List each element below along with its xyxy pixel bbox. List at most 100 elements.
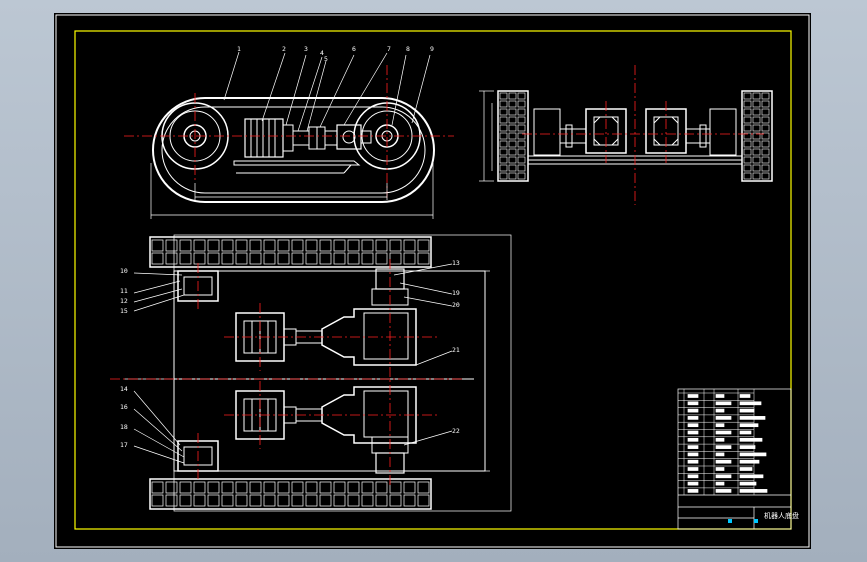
track-plate bbox=[508, 156, 517, 164]
track-plate bbox=[375, 252, 388, 265]
track-plate bbox=[761, 140, 770, 148]
track-plate bbox=[277, 239, 290, 252]
track-plate bbox=[179, 481, 192, 494]
track-plate bbox=[291, 494, 304, 507]
parts-cell-mark bbox=[715, 474, 732, 479]
parts-cell-mark bbox=[715, 416, 732, 420]
parts-cell-mark bbox=[715, 430, 732, 435]
callout-7: 7 bbox=[387, 45, 391, 53]
track-plate bbox=[508, 132, 517, 140]
track-plate bbox=[375, 239, 388, 252]
parts-cell-mark bbox=[687, 445, 699, 449]
track-plate bbox=[761, 100, 770, 108]
callout-11: 11 bbox=[120, 287, 128, 295]
track-plate bbox=[743, 148, 752, 156]
track-plate bbox=[151, 494, 164, 507]
track-plate bbox=[508, 140, 517, 148]
parts-cell-mark bbox=[739, 408, 755, 413]
callout-2: 2 bbox=[282, 45, 286, 53]
callout-18: 18 bbox=[120, 423, 128, 431]
parts-cell-mark bbox=[715, 452, 725, 457]
side-view-dimensions bbox=[150, 163, 434, 219]
track-plate bbox=[249, 252, 262, 265]
track-plate bbox=[499, 132, 508, 140]
parts-cell-mark bbox=[739, 394, 751, 398]
track-plate bbox=[508, 92, 517, 100]
track-plate bbox=[333, 239, 346, 252]
track-plate bbox=[417, 481, 430, 494]
track-plate bbox=[165, 252, 178, 265]
track-plate bbox=[499, 116, 508, 124]
track-plate bbox=[403, 494, 416, 507]
track-plate bbox=[752, 108, 761, 116]
parts-cell-mark bbox=[687, 489, 699, 493]
track-plate bbox=[517, 100, 526, 108]
parts-cell-mark bbox=[687, 481, 699, 486]
track-plate bbox=[508, 108, 517, 116]
track-plate bbox=[499, 148, 508, 156]
block-marker-right bbox=[754, 519, 758, 523]
track-plate bbox=[752, 100, 761, 108]
track-plate bbox=[743, 100, 752, 108]
callout-9: 9 bbox=[430, 45, 434, 53]
plan-view-callouts: 10 11 12 13 14 15 16 17 18 19 20 21 22 bbox=[120, 259, 460, 449]
track-plate bbox=[263, 481, 276, 494]
track-plate bbox=[752, 156, 761, 164]
plan-track-lower bbox=[149, 478, 432, 510]
track-plate bbox=[319, 239, 332, 252]
track-plate bbox=[221, 481, 234, 494]
track-plate bbox=[263, 239, 276, 252]
track-plate bbox=[752, 132, 761, 140]
track-plate bbox=[179, 239, 192, 252]
parts-cell-mark bbox=[687, 437, 699, 442]
plan-view bbox=[124, 234, 512, 512]
track-plate bbox=[277, 252, 290, 265]
track-plate bbox=[235, 252, 248, 265]
parts-cell-mark bbox=[739, 481, 757, 486]
track-plate bbox=[291, 481, 304, 494]
track-plate bbox=[347, 494, 360, 507]
plan-view-leaders bbox=[133, 263, 453, 464]
track-plate bbox=[319, 252, 332, 265]
track-plate bbox=[517, 164, 526, 172]
parts-cell-mark bbox=[715, 408, 725, 413]
track-plate bbox=[207, 239, 220, 252]
track-plate bbox=[319, 481, 332, 494]
callout-17: 17 bbox=[120, 441, 128, 449]
track-plate bbox=[347, 239, 360, 252]
track-plate bbox=[752, 140, 761, 148]
track-plate bbox=[517, 92, 526, 100]
track-plate bbox=[499, 92, 508, 100]
track-plate bbox=[151, 481, 164, 494]
callout-20: 20 bbox=[452, 301, 460, 309]
track-plate bbox=[151, 239, 164, 252]
parts-cell-mark bbox=[739, 401, 762, 406]
callout-6: 6 bbox=[352, 45, 356, 53]
track-plate bbox=[761, 156, 770, 164]
parts-cell-mark bbox=[715, 467, 725, 471]
track-plate bbox=[389, 239, 402, 252]
callout-13: 13 bbox=[452, 259, 460, 267]
track-plate bbox=[263, 494, 276, 507]
track-plate bbox=[403, 481, 416, 494]
parts-cell-mark bbox=[739, 430, 752, 435]
track-plate bbox=[403, 239, 416, 252]
parts-cell-mark bbox=[687, 459, 699, 464]
track-plate bbox=[389, 252, 402, 265]
track-plate bbox=[417, 494, 430, 507]
track-plate bbox=[743, 92, 752, 100]
track-plate bbox=[752, 172, 761, 180]
track-plate bbox=[291, 239, 304, 252]
callout-12: 12 bbox=[120, 297, 128, 305]
parts-cell-mark bbox=[739, 467, 753, 471]
parts-cell-mark bbox=[739, 416, 766, 420]
track-plate bbox=[517, 116, 526, 124]
track-plate bbox=[207, 252, 220, 265]
track-plate bbox=[305, 252, 318, 265]
side-view-callouts: 1 2 3 4 5 6 7 8 9 bbox=[237, 45, 434, 63]
track-plate bbox=[305, 239, 318, 252]
track-plate bbox=[743, 164, 752, 172]
track-plate bbox=[508, 100, 517, 108]
parts-cell-mark bbox=[715, 445, 732, 449]
callout-16: 16 bbox=[120, 403, 128, 411]
